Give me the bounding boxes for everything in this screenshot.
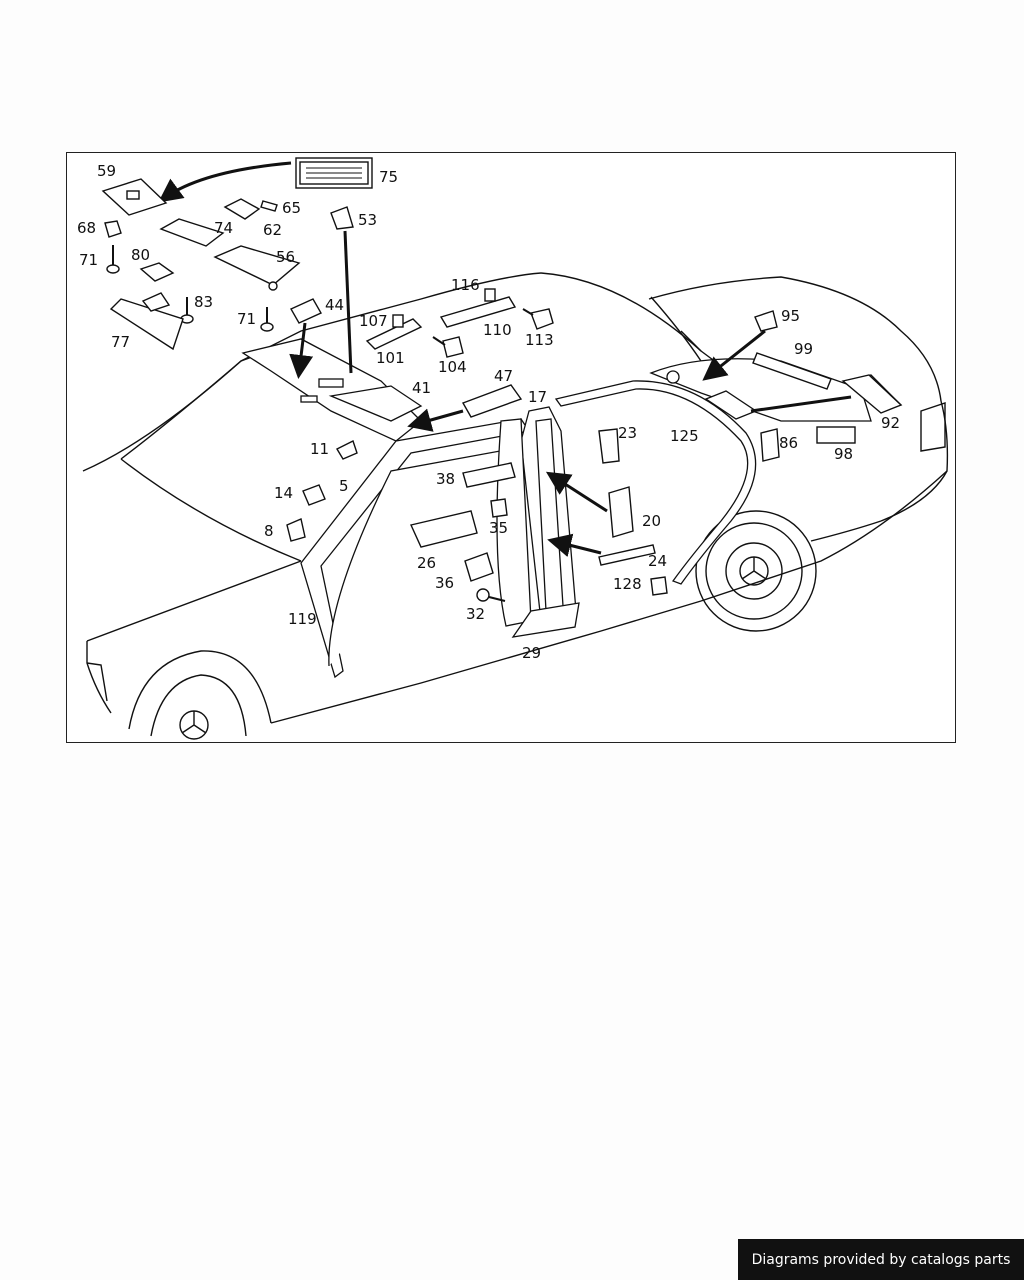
callout-47: 47 bbox=[494, 367, 513, 385]
callout-29: 29 bbox=[522, 644, 541, 662]
a-pillar-seal bbox=[328, 448, 512, 667]
parts-diagram-frame: 59 75 65 53 68 74 62 71 80 56 83 44 71 7… bbox=[66, 152, 956, 743]
block-part-98 bbox=[816, 426, 856, 444]
callout-107: 107 bbox=[359, 312, 388, 330]
callout-11: 11 bbox=[310, 440, 329, 458]
callout-119: 119 bbox=[288, 610, 317, 628]
screw-part-83 bbox=[180, 297, 194, 324]
callout-116: 116 bbox=[451, 276, 480, 294]
bracket-part-23 bbox=[598, 428, 620, 464]
callout-77: 77 bbox=[111, 333, 130, 351]
callout-71b: 71 bbox=[237, 310, 256, 328]
callout-36: 36 bbox=[435, 574, 454, 592]
callout-98: 98 bbox=[834, 445, 853, 463]
cover-part-92 bbox=[841, 374, 903, 414]
car-body-outline bbox=[82, 272, 949, 740]
rear-door-seal bbox=[554, 380, 757, 585]
trim-strip-part-99 bbox=[752, 352, 832, 390]
callout-83: 83 bbox=[194, 293, 213, 311]
clip-part-14 bbox=[302, 484, 326, 506]
bolt-part-113 bbox=[530, 308, 554, 330]
visor-cover-part bbox=[159, 218, 225, 247]
callout-101: 101 bbox=[376, 349, 405, 367]
callout-92: 92 bbox=[881, 414, 900, 432]
parts-diagram: 59 75 65 53 68 74 62 71 80 56 83 44 71 7… bbox=[77, 157, 949, 740]
clip-part-128 bbox=[650, 576, 668, 596]
callout-20: 20 bbox=[642, 512, 661, 530]
callout-128: 128 bbox=[613, 575, 642, 593]
credit-text: Diagrams provided by catalogs parts bbox=[751, 1251, 1011, 1268]
callout-17: 17 bbox=[528, 388, 547, 406]
clip-part-95 bbox=[754, 310, 778, 332]
vent-grille-part bbox=[461, 384, 523, 418]
callout-68: 68 bbox=[77, 219, 96, 237]
clip-part-8 bbox=[286, 518, 306, 542]
callout-110: 110 bbox=[483, 321, 512, 339]
clip-part-11 bbox=[336, 440, 358, 460]
visor-lamp-part bbox=[223, 198, 261, 220]
screw-part-right bbox=[260, 307, 274, 332]
bracket-part-86 bbox=[760, 428, 780, 462]
visor-clip-part bbox=[104, 220, 122, 238]
sill-trim bbox=[511, 602, 580, 638]
callout-38: 38 bbox=[436, 470, 455, 488]
bulb-part bbox=[260, 200, 278, 212]
callout-59: 59 bbox=[97, 162, 116, 180]
rearview-mirror-part bbox=[109, 298, 184, 351]
callout-113: 113 bbox=[525, 331, 554, 349]
pocket-part-26 bbox=[410, 510, 478, 548]
strip-part-24 bbox=[598, 544, 656, 566]
callout-80: 80 bbox=[131, 246, 150, 264]
sun-visor-part bbox=[213, 245, 301, 286]
callout-56: 56 bbox=[276, 248, 295, 266]
callout-53: 53 bbox=[358, 211, 377, 229]
callout-35: 35 bbox=[489, 519, 508, 537]
callout-95: 95 bbox=[781, 307, 800, 325]
callout-labels: 59 75 65 53 68 74 62 71 80 56 83 44 71 7… bbox=[77, 162, 900, 662]
callout-24: 24 bbox=[648, 552, 667, 570]
pillar-cover-part-20 bbox=[608, 486, 634, 538]
callout-41: 41 bbox=[412, 379, 431, 397]
grab-handle-part-110 bbox=[439, 296, 517, 328]
callout-104: 104 bbox=[438, 358, 467, 376]
callout-74: 74 bbox=[214, 219, 233, 237]
callout-86: 86 bbox=[779, 434, 798, 452]
a-pillar-strip bbox=[300, 418, 531, 679]
clip-part-36 bbox=[464, 552, 494, 582]
clip-part-35 bbox=[490, 498, 508, 518]
callout-65: 65 bbox=[282, 199, 301, 217]
armrest-part-38 bbox=[462, 462, 516, 488]
callout-71a: 71 bbox=[79, 251, 98, 269]
callout-26: 26 bbox=[417, 554, 436, 572]
callout-8: 8 bbox=[264, 522, 274, 540]
bolt-part-104 bbox=[442, 336, 464, 358]
callout-32: 32 bbox=[466, 605, 485, 623]
callout-5: 5 bbox=[339, 477, 349, 495]
clip-part-53 bbox=[330, 206, 354, 230]
callout-23: 23 bbox=[618, 424, 637, 442]
bracket-part-44 bbox=[290, 298, 322, 324]
screw-part-32 bbox=[476, 588, 490, 602]
callout-62: 62 bbox=[263, 221, 282, 239]
callout-75: 75 bbox=[379, 168, 398, 186]
callout-125: 125 bbox=[670, 427, 699, 445]
mirror-base-part bbox=[139, 262, 175, 282]
credit-banner: Diagrams provided by catalogs parts bbox=[738, 1239, 1024, 1280]
screw-part-left bbox=[106, 245, 120, 274]
callout-99: 99 bbox=[794, 340, 813, 358]
label-plate-part bbox=[295, 157, 373, 189]
callout-44: 44 bbox=[325, 296, 344, 314]
callout-14: 14 bbox=[274, 484, 293, 502]
